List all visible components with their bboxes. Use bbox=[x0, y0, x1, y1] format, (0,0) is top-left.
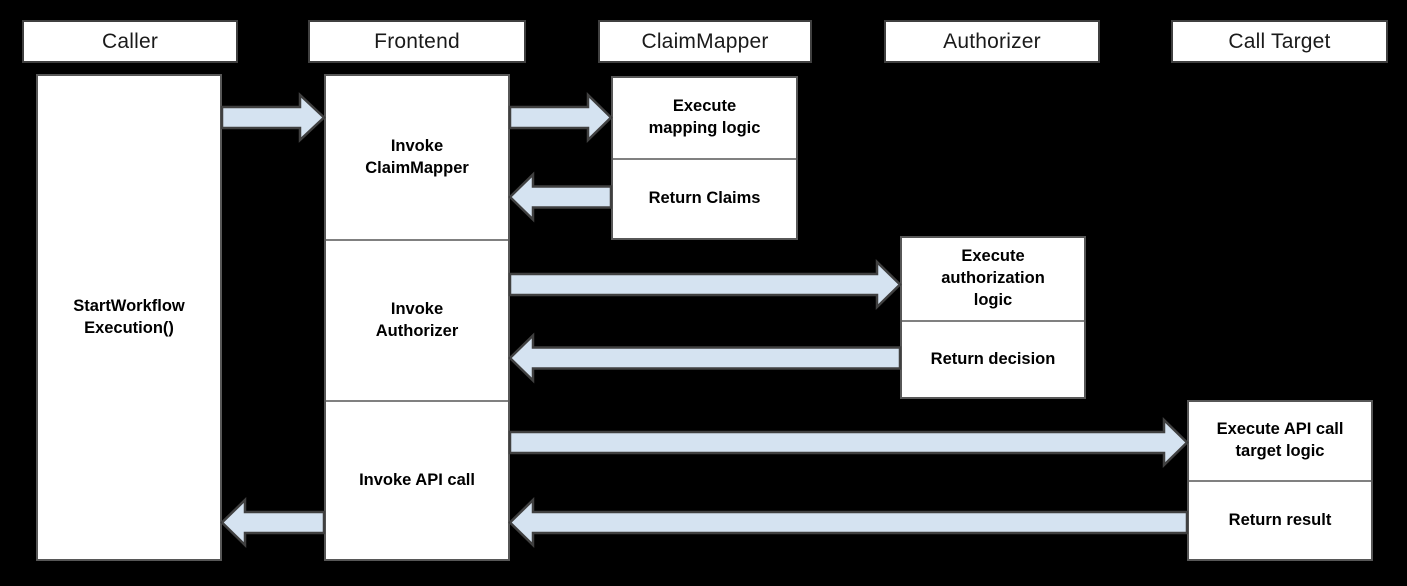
activation-segment-authorizer-return-decision: Return decision bbox=[902, 320, 1084, 397]
message-arrow-frontend-to-caller[interactable] bbox=[220, 497, 326, 548]
lifeline-header-caller[interactable]: Caller bbox=[22, 20, 238, 63]
lifeline-label-calltarget: Call Target bbox=[1228, 29, 1331, 53]
lifeline-label-frontend: Frontend bbox=[374, 29, 460, 53]
message-arrow-frontend-to-authorizer[interactable] bbox=[508, 259, 902, 310]
activation-segment-claimmapper-return-claims: Return Claims bbox=[613, 158, 796, 238]
lifeline-header-claimmapper[interactable]: ClaimMapper bbox=[598, 20, 812, 63]
activation-segment-calltarget-return-result: Return result bbox=[1189, 480, 1371, 559]
activation-segment-frontend-invoke-api-call: Invoke API call bbox=[326, 400, 508, 559]
message-arrow-caller-to-frontend[interactable] bbox=[220, 92, 326, 143]
lifeline-header-authorizer[interactable]: Authorizer bbox=[884, 20, 1100, 63]
lifeline-label-claimmapper: ClaimMapper bbox=[641, 29, 769, 53]
message-arrow-frontend-to-claimmapper[interactable] bbox=[508, 92, 613, 143]
lifeline-label-caller: Caller bbox=[101, 29, 159, 53]
lifeline-header-calltarget[interactable]: Call Target bbox=[1171, 20, 1388, 63]
lifeline-label-authorizer: Authorizer bbox=[943, 29, 1041, 53]
message-arrow-authorizer-to-frontend[interactable] bbox=[508, 332, 902, 384]
message-arrow-claimmapper-to-frontend[interactable] bbox=[508, 171, 613, 223]
message-arrow-calltarget-to-frontend[interactable] bbox=[508, 497, 1189, 548]
message-arrow-frontend-to-calltarget[interactable] bbox=[508, 417, 1189, 468]
lifeline-header-frontend[interactable]: Frontend bbox=[308, 20, 526, 63]
